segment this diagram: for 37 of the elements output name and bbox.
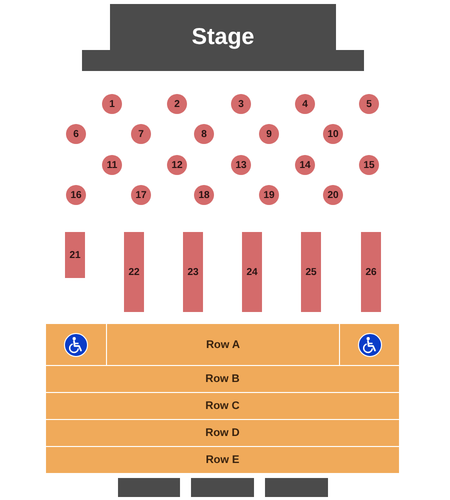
long-table: 22 <box>124 232 144 312</box>
round-table: 5 <box>359 94 379 114</box>
long-table: 21 <box>65 232 85 278</box>
round-table: 2 <box>167 94 187 114</box>
seating-row: Row C <box>46 393 399 419</box>
round-table: 14 <box>295 155 315 175</box>
round-table: 3 <box>231 94 251 114</box>
round-table: 20 <box>323 185 343 205</box>
seating-row: Row B <box>46 366 399 392</box>
round-table: 11 <box>102 155 122 175</box>
seating-row: Row A <box>107 324 339 365</box>
stage-label: Stage <box>192 23 254 50</box>
seating-row: Row D <box>46 420 399 446</box>
platform-block <box>118 478 180 497</box>
long-table: 26 <box>361 232 381 312</box>
platform-block <box>191 478 254 497</box>
round-table: 10 <box>323 124 343 144</box>
round-table: 16 <box>66 185 86 205</box>
round-table: 9 <box>259 124 279 144</box>
round-table: 18 <box>194 185 214 205</box>
long-table: 24 <box>242 232 262 312</box>
round-table: 7 <box>131 124 151 144</box>
accessible-section <box>340 324 399 365</box>
round-table: 19 <box>259 185 279 205</box>
round-table: 4 <box>295 94 315 114</box>
round-table: 8 <box>194 124 214 144</box>
platform-block <box>265 478 328 497</box>
seating-row: Row E <box>46 447 399 473</box>
round-table: 17 <box>131 185 151 205</box>
round-table: 6 <box>66 124 86 144</box>
round-table: 15 <box>359 155 379 175</box>
long-table: 23 <box>183 232 203 312</box>
round-table: 12 <box>167 155 187 175</box>
round-table: 1 <box>102 94 122 114</box>
round-table: 13 <box>231 155 251 175</box>
accessible-section <box>46 324 106 365</box>
long-table: 25 <box>301 232 321 312</box>
